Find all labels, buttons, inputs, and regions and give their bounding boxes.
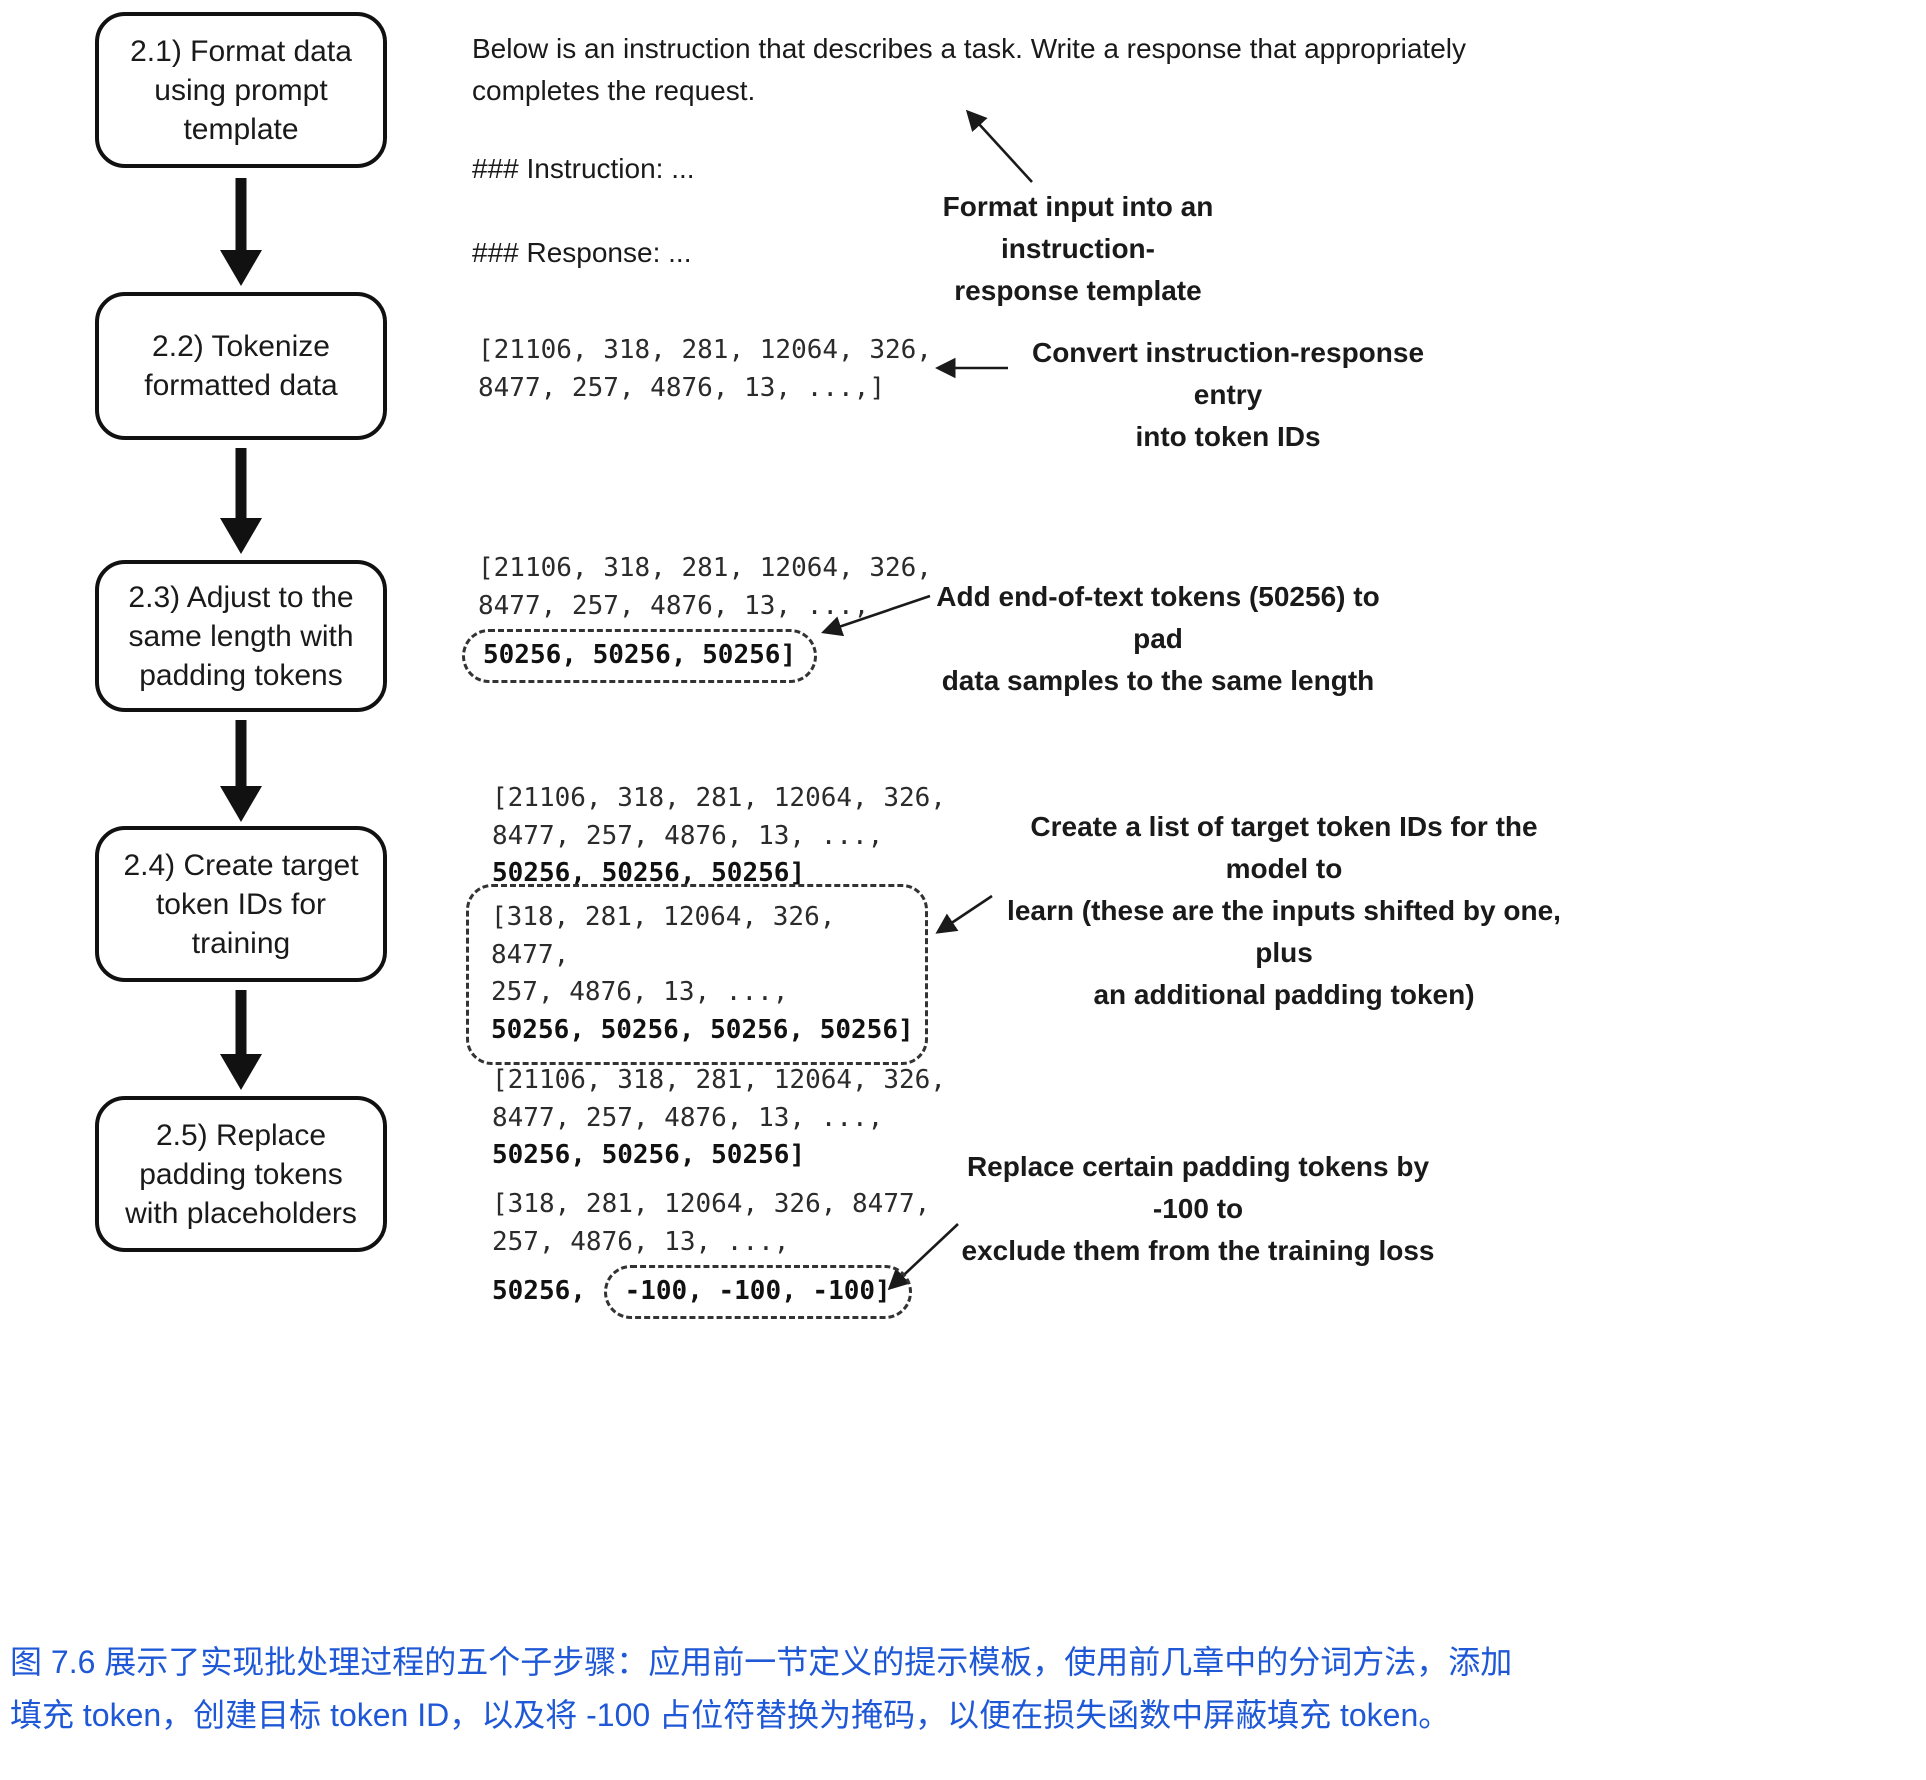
target-tokens-dashed-box: [318, 281, 12064, 326, 8477, 257, 4876, … bbox=[466, 884, 928, 1065]
token-list-2-4-targets-plain: [318, 281, 12064, 326, 8477, 257, 4876, … bbox=[491, 902, 836, 1008]
annotation-format-input: Format input into an instruction- respon… bbox=[942, 191, 1214, 306]
annotation-arrow-padding bbox=[821, 594, 931, 637]
prompt-instruction-text: ### Instruction: ... bbox=[472, 153, 695, 184]
prompt-response-text: ### Response: ... bbox=[472, 237, 692, 268]
step-box-2-3-label: 2.3) Adjust to the same length with padd… bbox=[128, 580, 354, 692]
step-box-2-4: 2.4) Create target token IDs for trainin… bbox=[95, 826, 387, 982]
token-list-2-4-inputs-padding: 50256, 50256, 50256] bbox=[492, 858, 806, 889]
token-list-2-4-inputs-plain: [21106, 318, 281, 12064, 326, 8477, 257,… bbox=[492, 783, 946, 851]
step-box-2-1-label: 2.1) Format data using prompt template bbox=[130, 34, 352, 146]
token-list-2-5-targets: [318, 281, 12064, 326, 8477, 257, 4876, … bbox=[492, 1186, 931, 1320]
step-box-2-3: 2.3) Adjust to the same length with padd… bbox=[95, 560, 387, 712]
flow-arrow-3-4 bbox=[220, 720, 262, 822]
token-list-2-5-targets-first-pad: 50256, bbox=[492, 1276, 586, 1307]
token-list-2-3: [21106, 318, 281, 12064, 326, 8477, 257,… bbox=[462, 550, 932, 684]
token-list-2-5-inputs: [21106, 318, 281, 12064, 326, 8477, 257,… bbox=[492, 1062, 946, 1175]
flow-arrow-4-5 bbox=[220, 990, 262, 1090]
token-list-2-4-targets-padding: 50256, 50256, 50256, 50256] bbox=[491, 1015, 914, 1046]
annotation-targets: Create a list of target token IDs for th… bbox=[1007, 811, 1561, 1010]
annotation-padding: Add end-of-text tokens (50256) to pad da… bbox=[936, 581, 1380, 696]
step-box-2-5: 2.5) Replace padding tokens with placeho… bbox=[95, 1096, 387, 1252]
step-box-2-1: 2.1) Format data using prompt template bbox=[95, 12, 387, 168]
annotation-arrow-targets bbox=[935, 894, 993, 934]
annotation-arrow-format-input bbox=[965, 109, 1033, 183]
prompt-intro-text: Below is an instruction that describes a… bbox=[472, 33, 1466, 106]
annotation-mask: Replace certain padding tokens by -100 t… bbox=[961, 1151, 1435, 1266]
token-list-2-5-targets-plain: [318, 281, 12064, 326, 8477, 257, 4876, … bbox=[492, 1189, 931, 1257]
flow-arrow-2-3 bbox=[220, 448, 262, 554]
token-list-2-3-plain: [21106, 318, 281, 12064, 326, 8477, 257,… bbox=[478, 553, 932, 621]
masked-tokens-oval-2-5: -100, -100, -100] bbox=[603, 1265, 912, 1320]
padding-tokens-oval-2-3: 50256, 50256, 50256] bbox=[462, 629, 818, 684]
token-list-2-2: [21106, 318, 281, 12064, 326, 8477, 257,… bbox=[478, 335, 932, 403]
padding-tokens-2-3: 50256, 50256, 50256] bbox=[483, 640, 797, 671]
annotation-tokenize: Convert instruction-response entry into … bbox=[1031, 337, 1425, 452]
step-box-2-2-label: 2.2) Tokenize formatted data bbox=[144, 330, 338, 402]
step-box-2-4-label: 2.4) Create target token IDs for trainin… bbox=[123, 848, 359, 960]
token-list-2-5-inputs-padding: 50256, 50256, 50256] bbox=[492, 1140, 806, 1171]
masked-tokens-2-5: -100, -100, -100] bbox=[624, 1276, 891, 1307]
figure-caption: 图 7.6 展示了实现批处理过程的五个子步骤：应用前一节定义的提示模板，使用前几… bbox=[10, 1644, 1513, 1733]
flow-arrow-1-2 bbox=[220, 178, 262, 286]
step-box-2-5-label: 2.5) Replace padding tokens with placeho… bbox=[125, 1118, 357, 1230]
token-list-2-4-inputs: [21106, 318, 281, 12064, 326, 8477, 257,… bbox=[492, 780, 946, 893]
token-list-2-5-inputs-plain: [21106, 318, 281, 12064, 326, 8477, 257,… bbox=[492, 1065, 946, 1133]
step-box-2-2: 2.2) Tokenize formatted data bbox=[95, 292, 387, 440]
